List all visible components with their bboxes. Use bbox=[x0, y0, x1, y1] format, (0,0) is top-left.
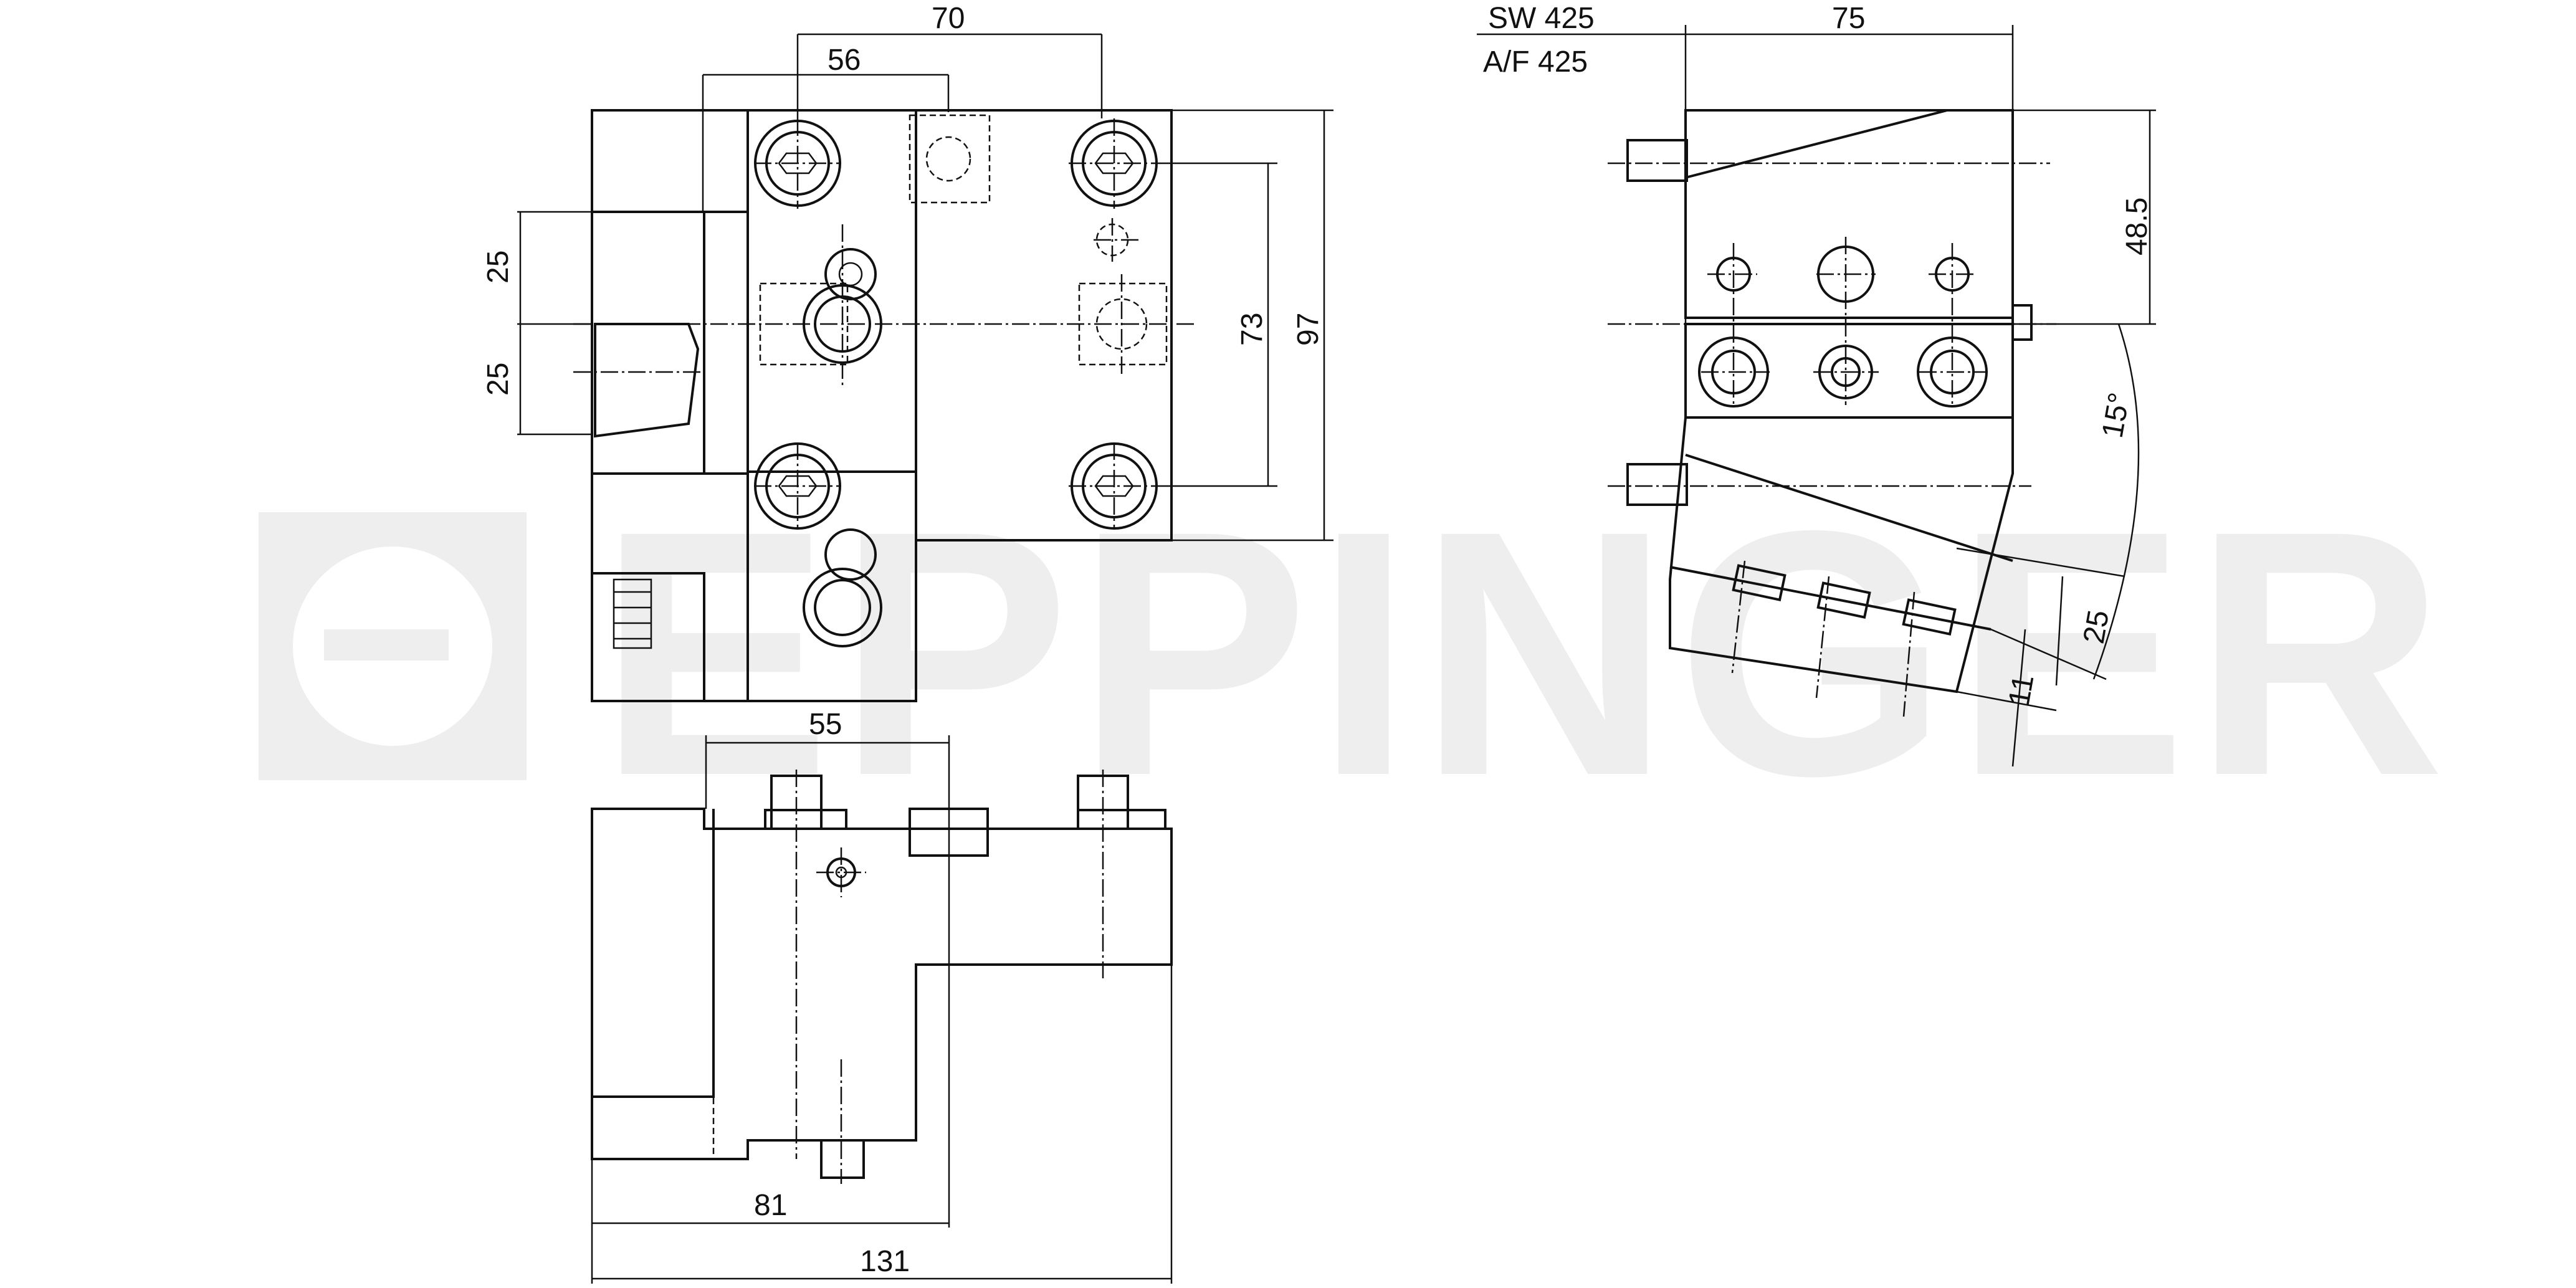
dim-131-line bbox=[592, 965, 1173, 1284]
front-centerline-misc bbox=[573, 218, 1140, 373]
side-view: SW 425 A/F 425 75 48.5 15° 25 11 bbox=[1477, 2, 2156, 767]
bottom-centerlines bbox=[795, 770, 1104, 1184]
dim-70: 70 bbox=[932, 2, 965, 35]
dim-81: 81 bbox=[754, 1189, 787, 1222]
side-tab-right bbox=[2011, 304, 2033, 341]
dim-af: A/F 425 bbox=[1483, 45, 1588, 79]
front-hidden-pocket-left bbox=[759, 282, 849, 366]
dim-75: 75 bbox=[1832, 2, 1865, 35]
dim-131: 131 bbox=[860, 1245, 910, 1278]
front-shank-upper bbox=[591, 109, 749, 213]
dim-81-line bbox=[591, 1159, 949, 1284]
side-clamp-screw-1 bbox=[1732, 564, 1787, 601]
front-centerline-main bbox=[573, 224, 1196, 386]
side-clamp-screw-2 bbox=[1816, 581, 1871, 619]
front-centerlines-bottom bbox=[754, 442, 1159, 530]
side-bevel-top bbox=[1685, 109, 1948, 179]
dim-15deg: 15° bbox=[2096, 390, 2137, 441]
side-pin-lower bbox=[1626, 463, 1688, 506]
bottom-pin-right-base bbox=[1077, 809, 1166, 830]
dim-55-line bbox=[705, 735, 950, 1228]
front-centerlines-top bbox=[754, 118, 1159, 209]
dim-25-lower: 25 bbox=[482, 363, 515, 396]
side-clamp-face bbox=[1669, 566, 1992, 631]
front-lower-step bbox=[592, 572, 705, 701]
front-lower-cam bbox=[803, 568, 882, 647]
front-spring-housing bbox=[613, 578, 652, 649]
front-hidden-pocket-top bbox=[909, 114, 991, 204]
dim-73-line bbox=[1159, 162, 1277, 487]
front-spring-lines bbox=[614, 591, 651, 640]
eppinger-watermark: EPPINGER bbox=[259, 458, 2451, 848]
bottom-shank-step bbox=[592, 809, 715, 1098]
front-small-port-lower bbox=[824, 528, 877, 581]
bottom-pin-left-base bbox=[764, 809, 847, 830]
dim-25-side: 25 bbox=[2077, 608, 2116, 646]
dim-70-line bbox=[796, 33, 1103, 118]
side-centerlines-h bbox=[1608, 162, 2056, 487]
side-centerlines-holes bbox=[1701, 237, 1988, 405]
dim-75-line bbox=[1477, 25, 2014, 324]
dim-97: 97 bbox=[1292, 313, 1325, 346]
dim-55: 55 bbox=[809, 708, 842, 741]
dim-56-line bbox=[702, 74, 950, 212]
side-centerlines-screws bbox=[1731, 560, 1915, 717]
front-wedge bbox=[594, 323, 700, 438]
dim-15deg-arc bbox=[2092, 323, 2140, 680]
dim-97-line bbox=[1171, 109, 1333, 541]
side-clamp-screw-3 bbox=[1902, 598, 1957, 636]
dim-sw: SW 425 bbox=[1488, 2, 1595, 35]
dim-48-5-line bbox=[2013, 109, 2156, 325]
dim-48-5: 48.5 bbox=[2120, 198, 2154, 255]
bottom-screw bbox=[820, 1139, 865, 1179]
bottom-body-outline bbox=[591, 808, 1173, 1160]
side-pin-upper bbox=[1626, 139, 1688, 182]
bottom-view: 55 81 131 bbox=[591, 708, 1173, 1284]
dim-73: 73 bbox=[1236, 313, 1269, 346]
dim-56: 56 bbox=[828, 44, 861, 77]
side-bevel-bottom bbox=[1685, 454, 2013, 562]
front-hidden-pocket-right bbox=[1078, 282, 1168, 366]
dim-11-line bbox=[1956, 629, 2057, 767]
dim-25-upper: 25 bbox=[482, 250, 515, 284]
watermark-logo-bar bbox=[324, 629, 449, 661]
dim-25-lines bbox=[517, 211, 592, 436]
dim-25-side-line bbox=[1956, 547, 2125, 686]
front-small-port-upper bbox=[824, 248, 877, 300]
dim-11: 11 bbox=[2003, 672, 2041, 708]
front-view: 70 56 25 25 73 97 bbox=[482, 2, 1333, 702]
front-body-right bbox=[915, 109, 1173, 541]
watermark-wordmark: EPPINGER bbox=[598, 458, 2451, 848]
